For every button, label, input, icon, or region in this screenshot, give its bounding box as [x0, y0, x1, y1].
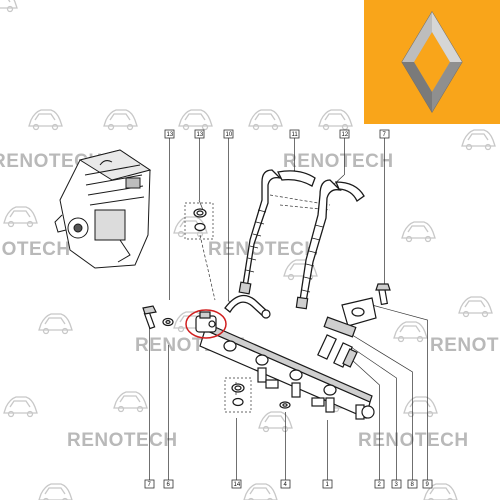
watermark-text: RENOTECH — [358, 430, 469, 451]
callout-6: 6 — [163, 345, 174, 489]
callout-label: 2 — [378, 482, 382, 488]
bolt-top-right — [375, 283, 391, 306]
callout-label: 12 — [342, 132, 349, 138]
callout-3: 3 — [347, 344, 402, 489]
return-hose-right — [295, 179, 365, 310]
washer-left — [162, 317, 174, 327]
callout-4: 4 — [280, 412, 291, 489]
watermark-text: RENOTECH — [0, 239, 71, 260]
callout-label: 3 — [395, 482, 399, 488]
callout-10: 10 — [223, 129, 234, 300]
callout-label: 9 — [426, 482, 430, 488]
seal-washers-lower — [224, 377, 252, 413]
rail-bracket — [323, 297, 377, 338]
callout-11: 11 — [289, 129, 300, 170]
callout-label: 4 — [284, 482, 288, 488]
callout-7-top: 7 — [379, 129, 390, 285]
callouts-bottom: 7 6 14 4 1 2 3 — [144, 304, 433, 489]
engine-thumbnail — [54, 149, 152, 269]
callout-9: 9 — [371, 304, 433, 489]
return-hose-left — [238, 169, 316, 295]
callout-label: 6 — [167, 482, 171, 488]
callout-14: 14 — [231, 418, 242, 489]
callout-1: 1 — [322, 420, 333, 489]
seal-washers-upper — [184, 202, 214, 240]
watermark-text: RENOTECH — [67, 430, 178, 451]
callout-label: 7 — [148, 482, 152, 488]
watermark-text: RENOTECH — [430, 335, 500, 356]
watermark-text: RENOTECH — [208, 239, 319, 260]
callout-label: 14 — [234, 482, 241, 488]
callout-7-bottom: 7 — [144, 325, 155, 489]
callout-8: 8 — [343, 329, 418, 489]
callout-label: 7 — [383, 132, 387, 138]
feed-pipe — [224, 294, 271, 319]
callout-label: 13 — [167, 132, 174, 138]
watermark-text: RENOTECH — [283, 151, 394, 172]
renault-logo — [364, 0, 500, 124]
callout-label: 1 — [326, 482, 330, 488]
callout-13b: 13 — [194, 129, 205, 200]
callout-12: 12 — [339, 129, 350, 175]
callouts-top: 13 13 10 11 12 7 — [164, 129, 390, 300]
callout-2: 2 — [351, 359, 385, 489]
union-nuts — [317, 334, 358, 368]
callout-label: 13 — [197, 132, 204, 138]
callout-label: 8 — [411, 482, 415, 488]
callout-label: 11 — [292, 132, 299, 138]
callout-13a: 13 — [164, 129, 175, 300]
bolt-left — [142, 305, 157, 330]
callout-label: 10 — [226, 132, 233, 138]
hose-clip — [279, 401, 291, 409]
fuel-pressure-sensor — [185, 309, 227, 339]
